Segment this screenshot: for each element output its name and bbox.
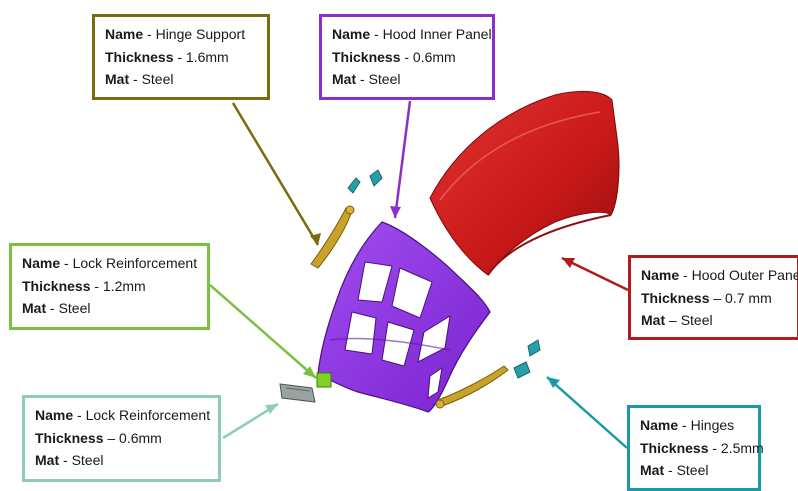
thickness-label: Thickness (332, 48, 401, 65)
thickness-label: Thickness (640, 439, 709, 456)
name-label: Name (641, 267, 680, 283)
thickness-label: Thickness (22, 277, 91, 294)
mat-label: Mat (35, 452, 60, 468)
name-label: Name (105, 26, 144, 42)
mat-label: Mat (641, 312, 666, 328)
part-name: - Hinge Support (147, 26, 246, 42)
part-thickness: - 1.2mm (94, 277, 146, 294)
name-label: Name (332, 26, 371, 42)
hinges-bottom (513, 339, 541, 379)
lock-reinforcement-0-6mm (279, 383, 316, 403)
hood-inner-panel (317, 221, 491, 413)
callout-hood-outer-panel: Name - Hood Outer Panel Thickness – 0.7 … (628, 255, 798, 340)
mat-label: Mat (22, 300, 47, 316)
part-material: - Steel (360, 71, 401, 87)
callout-lock-reinforcement-2: Name - Lock Reinforcement Thickness – 0.… (22, 395, 221, 482)
mat-label: Mat (640, 462, 665, 478)
part-thickness: - 1.6mm (177, 48, 229, 65)
name-label: Name (640, 417, 679, 433)
callout-hinge-support: Name - Hinge Support Thickness - 1.6mm M… (92, 14, 270, 100)
lock-reinforcement-1-2mm (316, 372, 332, 388)
part-name: - Hood Inner Panel (374, 26, 492, 42)
part-material: - Steel (133, 71, 174, 87)
hood-outer-panel (429, 90, 620, 276)
part-material: - Steel (50, 300, 91, 316)
part-material: - Steel (63, 452, 104, 468)
mat-label: Mat (332, 71, 357, 87)
hinge-support-right (435, 365, 509, 409)
part-thickness: - 0.6mm (404, 48, 456, 65)
part-name: - Lock Reinforcement (64, 255, 198, 271)
callout-hinges: Name - Hinges Thickness - 2.5mm Mat - St… (627, 405, 764, 491)
part-name: - Lock Reinforcement (77, 407, 211, 423)
callout-lock-reinforcement-1: Name - Lock Reinforcement Thickness - 1.… (9, 243, 210, 330)
part-thickness: – 0.7 mm (713, 289, 772, 306)
part-name: - Hood Outer Panel (683, 267, 798, 283)
hinge-support-left (310, 205, 355, 269)
part-material: – Steel (669, 312, 713, 328)
name-label: Name (22, 255, 61, 271)
thickness-label: Thickness (641, 289, 710, 306)
mat-label: Mat (105, 71, 130, 87)
name-label: Name (35, 407, 74, 423)
hinges-top (347, 169, 383, 194)
part-material: - Steel (668, 462, 709, 478)
leader-lines (209, 100, 629, 449)
callout-hood-inner-panel: Name - Hood Inner Panel Thickness - 0.6m… (319, 14, 495, 100)
thickness-label: Thickness (35, 429, 104, 446)
thickness-label: Thickness (105, 48, 174, 65)
part-thickness: - 2.5mm (712, 439, 764, 456)
part-name: - Hinges (682, 417, 735, 433)
part-thickness: – 0.6mm (107, 429, 162, 446)
